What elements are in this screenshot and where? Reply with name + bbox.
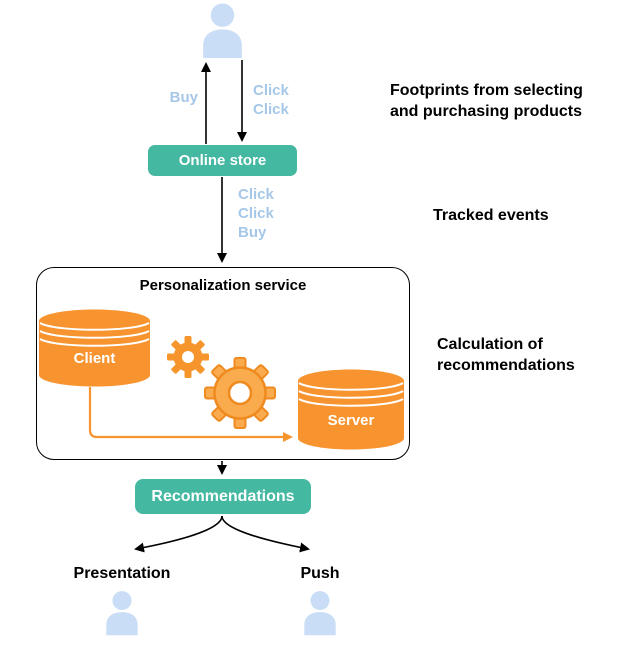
arrow-recommendations-to-push: [221, 515, 310, 553]
tracked-events-annotation: Tracked events: [433, 207, 549, 224]
click-edge-label-line: Click: [253, 101, 289, 118]
tracked-edge-label-line: Click: [238, 186, 274, 203]
recommendations-node: Recommendations: [135, 479, 311, 514]
presentation-label: Presentation: [73, 565, 171, 582]
gears-icon: [160, 330, 285, 440]
client-database-label: Client: [73, 350, 116, 367]
push-label: Push: [300, 565, 340, 582]
tracked-edge-label-line: Buy: [238, 224, 267, 241]
user-top-person-icon: [199, 3, 246, 58]
online-store-node: Online store: [148, 145, 297, 176]
arrow-recommendations-to-presentation: [134, 515, 223, 553]
tracked-events-edge-label: Click Click Buy: [238, 185, 274, 242]
calculation-annotation: Calculation of recommendations: [437, 336, 575, 374]
click-edge-label-line: Click: [253, 82, 289, 99]
buy-edge-label: Buy: [169, 89, 198, 106]
tracked-edge-label-line: Click: [238, 205, 274, 222]
footprints-annotation: Footprints from selecting and purchasing…: [390, 82, 583, 120]
personalization-service-box: Personalization service: [36, 267, 410, 460]
push-person-icon: [301, 590, 339, 636]
client-database-icon: Client: [38, 308, 151, 388]
server-database-icon: Server: [297, 368, 405, 451]
click-click-edge-label: Click Click: [253, 81, 289, 119]
server-database-label: Server: [327, 412, 375, 429]
presentation-person-icon: [103, 590, 141, 636]
personalization-service-title: Personalization service: [139, 277, 307, 294]
